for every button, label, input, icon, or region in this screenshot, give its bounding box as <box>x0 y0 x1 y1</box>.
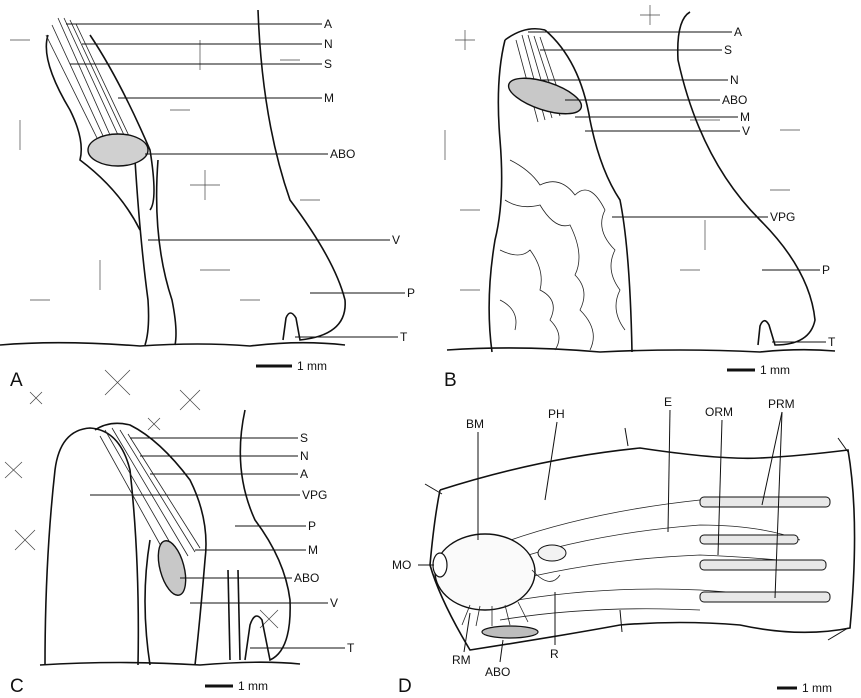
panel-c: S N A VPG P M ABO V T 1 mm C <box>5 370 355 697</box>
c-label-n: N <box>300 449 309 463</box>
b-label-t: T <box>828 335 836 349</box>
d-label-rm: RM <box>452 653 471 667</box>
b-label-v: V <box>742 124 750 138</box>
a-label-abo: ABO <box>330 147 355 161</box>
b-label-a: A <box>734 25 742 39</box>
b-label-s: S <box>724 43 732 57</box>
d-label-bm: BM <box>466 417 484 431</box>
b-label-vpg: VPG <box>770 210 795 224</box>
c-label-abo: ABO <box>294 571 319 585</box>
c-label-s: S <box>300 431 308 445</box>
a-label-p: P <box>407 286 415 300</box>
c-scale-label: 1 mm <box>238 679 268 693</box>
a-scale-label: 1 mm <box>297 359 327 373</box>
b-scale-label: 1 mm <box>760 363 790 377</box>
d-label-prm: PRM <box>768 397 795 411</box>
b-label-n: N <box>730 73 739 87</box>
a-label-s: S <box>324 57 332 71</box>
b-panel-letter: B <box>444 370 457 391</box>
d-label-orm: ORM <box>705 405 733 419</box>
c-label-a: A <box>300 467 308 481</box>
panel-d: BM PH E ORM PRM MO RM ABO R 1 mm D <box>392 395 855 697</box>
b-label-m: M <box>740 110 750 124</box>
c-panel-letter: C <box>10 676 24 697</box>
b-label-p: P <box>822 263 830 277</box>
panel-a: A N S M ABO V P T 1 mm A <box>0 10 415 391</box>
c-label-v: V <box>330 596 338 610</box>
a-label-t: T <box>400 330 408 344</box>
d-label-r: R <box>550 647 559 661</box>
d-label-abo: ABO <box>485 665 510 679</box>
a-label-v: V <box>392 233 400 247</box>
d-panel-letter: D <box>398 676 412 697</box>
c-label-m: M <box>308 543 318 557</box>
a-label-n: N <box>324 37 333 51</box>
c-label-vpg: VPG <box>302 488 327 502</box>
a-panel-letter: A <box>10 370 23 391</box>
d-scale-label: 1 mm <box>802 681 832 695</box>
a-label-m: M <box>324 91 334 105</box>
d-label-mo: MO <box>392 558 411 572</box>
d-label-e: E <box>664 395 672 409</box>
panel-b: A S N ABO M V VPG P T 1 mm B <box>444 5 836 391</box>
d-label-ph: PH <box>548 407 565 421</box>
c-label-t: T <box>347 641 355 655</box>
b-label-abo: ABO <box>722 93 747 107</box>
c-label-p: P <box>308 519 316 533</box>
a-label-a: A <box>324 17 332 31</box>
